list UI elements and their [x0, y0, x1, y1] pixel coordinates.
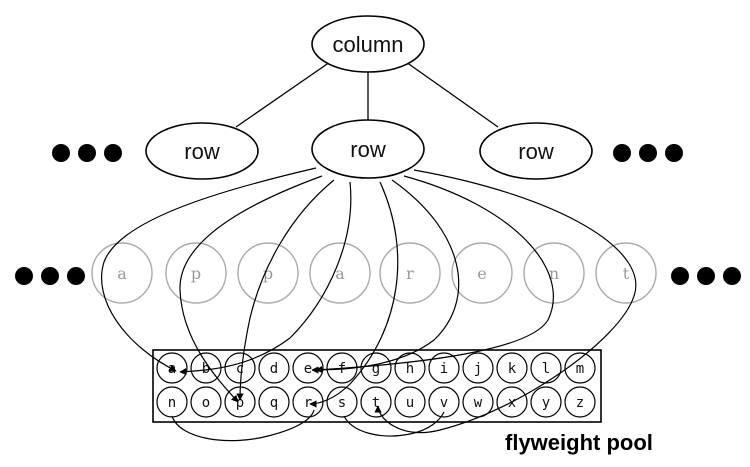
ellipsis-dots-chars-left: [15, 267, 85, 285]
row-node-left: row: [145, 122, 259, 180]
pool-cell: h: [394, 352, 426, 384]
svg-text:v: v: [440, 395, 448, 411]
character-row: a p p a r e n t: [91, 242, 657, 304]
flyweight-pool: a b c d e f g h i j k l m n o p q r s t …: [152, 349, 602, 423]
edge-column-row-right: [405, 61, 499, 128]
character-circle: p: [237, 242, 299, 304]
svg-text:l: l: [542, 361, 550, 377]
pool-cell: n: [156, 386, 188, 418]
character-circle: e: [451, 242, 513, 304]
svg-text:r: r: [304, 395, 312, 411]
pool-cell: c: [224, 352, 256, 384]
pool-cell: w: [462, 386, 494, 418]
row-label: row: [518, 139, 554, 164]
svg-text:p: p: [263, 264, 273, 283]
pool-cell: t: [360, 386, 392, 418]
pool-cell: i: [428, 352, 460, 384]
tree-edges: [235, 61, 499, 128]
svg-text:i: i: [440, 361, 448, 377]
svg-text:m: m: [576, 361, 584, 377]
svg-text:a: a: [117, 264, 127, 283]
character-circle: p: [165, 242, 227, 304]
reference-arrow-r: [309, 181, 399, 408]
svg-text:x: x: [508, 395, 516, 411]
pool-cell: m: [564, 352, 596, 384]
svg-text:n: n: [549, 264, 559, 283]
edge-column-row-left: [235, 61, 331, 128]
pool-cell: j: [462, 352, 494, 384]
svg-text:p: p: [236, 395, 244, 411]
svg-text:c: c: [236, 361, 244, 377]
pool-cell: q: [258, 386, 290, 418]
ellipsis-dots-chars-right: [671, 267, 741, 285]
reference-arrow-p2: [236, 179, 335, 401]
pool-cell: a: [156, 352, 188, 384]
svg-text:t: t: [372, 395, 380, 411]
ellipsis-dots-row-left: [52, 144, 122, 162]
row-label: row: [184, 139, 220, 164]
svg-text:j: j: [474, 361, 482, 377]
character-circle: n: [523, 242, 585, 304]
svg-text:o: o: [202, 395, 210, 411]
reference-arrow-a: [101, 167, 317, 372]
svg-text:a: a: [335, 264, 345, 283]
character-circle: r: [379, 242, 441, 304]
svg-text:s: s: [338, 395, 346, 411]
pool-cell: s: [326, 386, 358, 418]
pool-cell: k: [496, 352, 528, 384]
svg-text:k: k: [508, 361, 517, 377]
pool-cell: o: [190, 386, 222, 418]
reference-arrow-p1: [179, 175, 323, 403]
svg-text:h: h: [406, 361, 414, 377]
reference-arrow-loop-n: [171, 409, 315, 442]
svg-text:e: e: [477, 264, 486, 283]
column-label: column: [333, 32, 404, 57]
pool-cell: e: [292, 352, 324, 384]
reference-arrow-t: [374, 169, 637, 434]
flyweight-pool-label: flyweight pool: [505, 430, 653, 455]
svg-text:p: p: [191, 264, 201, 283]
svg-text:q: q: [270, 395, 278, 411]
svg-text:y: y: [542, 395, 550, 411]
character-circle: t: [595, 242, 657, 304]
character-circle: a: [91, 242, 153, 304]
pool-cell: d: [258, 352, 290, 384]
svg-text:n: n: [168, 395, 176, 411]
pool-cell: r: [292, 386, 324, 418]
column-node: column: [311, 15, 425, 73]
ellipsis-dots-row-right: [613, 144, 683, 162]
svg-text:z: z: [576, 395, 584, 411]
svg-text:u: u: [406, 395, 414, 411]
reference-arrow-loop-s: [343, 411, 445, 437]
svg-text:b: b: [202, 361, 210, 377]
pool-cell: u: [394, 386, 426, 418]
pool-cell: v: [428, 386, 460, 418]
row-label: row: [350, 137, 386, 162]
pool-cell: z: [564, 386, 596, 418]
pool-cell: g: [360, 352, 392, 384]
svg-text:d: d: [270, 361, 278, 377]
pool-cell: l: [530, 352, 562, 384]
pool-cell: y: [530, 386, 562, 418]
reference-arrow-a2: [179, 181, 352, 376]
svg-text:t: t: [623, 264, 630, 283]
row-node-right: row: [479, 122, 593, 180]
reference-arrow-n: [315, 175, 554, 374]
character-circle: a: [309, 242, 371, 304]
row-node-center: row: [311, 119, 425, 179]
svg-text:e: e: [304, 361, 312, 377]
reference-arrows: [101, 167, 637, 442]
svg-text:w: w: [474, 395, 483, 411]
svg-text:g: g: [372, 361, 380, 377]
svg-text:r: r: [406, 264, 414, 283]
